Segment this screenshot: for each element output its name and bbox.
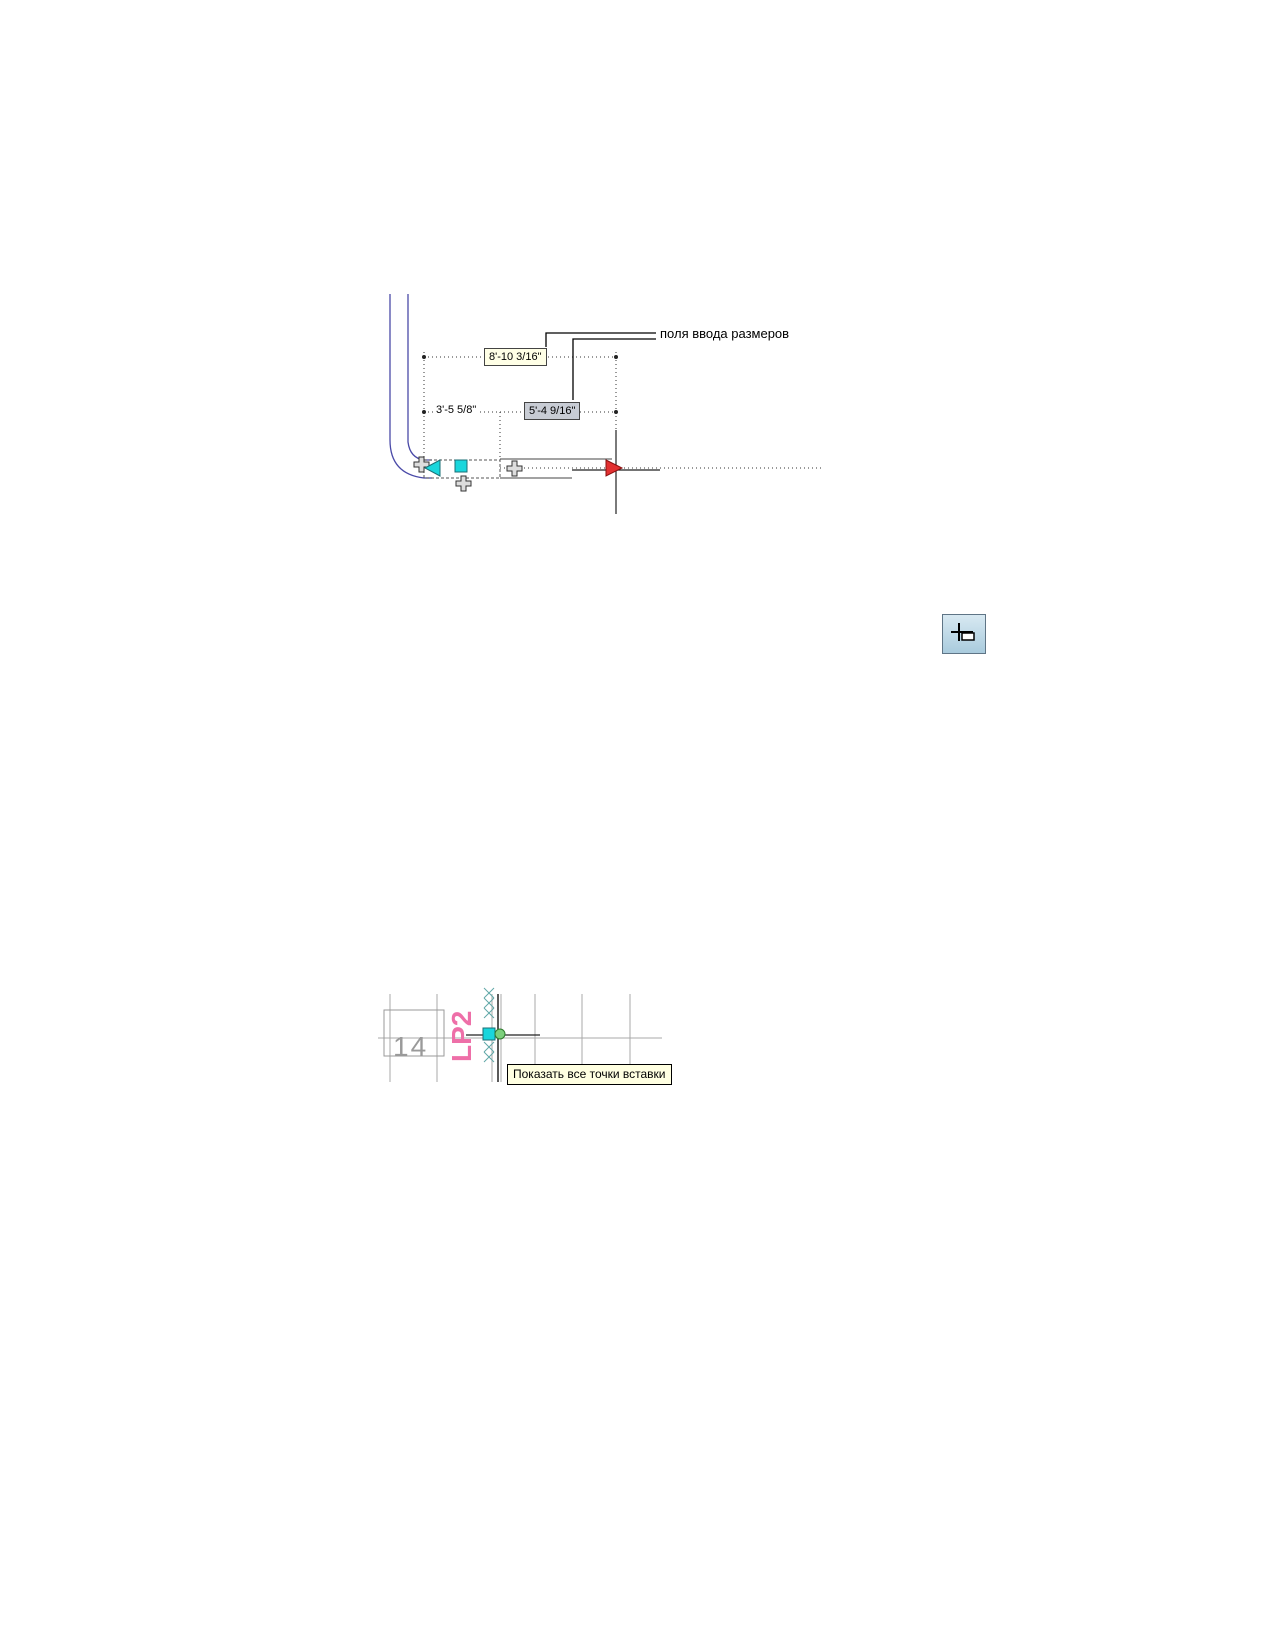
dimension-input-right[interactable]: 5'-4 9/16" (524, 402, 581, 420)
pipe-tag-label: LP2 (446, 1010, 477, 1062)
dimension-value-left: 3'-5 5/8" (434, 404, 479, 416)
add-insertion-point-icon (951, 623, 975, 641)
insertion-hatch (483, 987, 495, 1063)
location-grip-icon[interactable] (454, 459, 468, 473)
grid-tag-frame (383, 1009, 445, 1057)
endpoint-grip-icon[interactable] (605, 459, 624, 477)
figure-1-drawing (389, 294, 822, 514)
insertion-point-marker-icon[interactable] (494, 1028, 506, 1040)
insertion-points-tooltip: Показать все точки вставки (507, 1064, 672, 1085)
callout-dimension-inputs-label: поля ввода размеров (660, 326, 790, 341)
dimension-ticks (422, 355, 618, 414)
grid-number-label: 14 (393, 1031, 429, 1062)
lengthen-grip-icon[interactable] (423, 459, 441, 477)
add-insertion-point-button[interactable] (942, 614, 986, 654)
dimension-input-total[interactable]: 8'-10 3/16" (484, 348, 547, 366)
add-grip-bottom-icon[interactable] (455, 475, 472, 492)
callout-leader-1 (545, 332, 656, 347)
callout-leader-2 (572, 338, 656, 400)
add-grip-mid-icon[interactable] (506, 460, 523, 477)
insertion-grip-icon[interactable] (482, 1027, 496, 1041)
